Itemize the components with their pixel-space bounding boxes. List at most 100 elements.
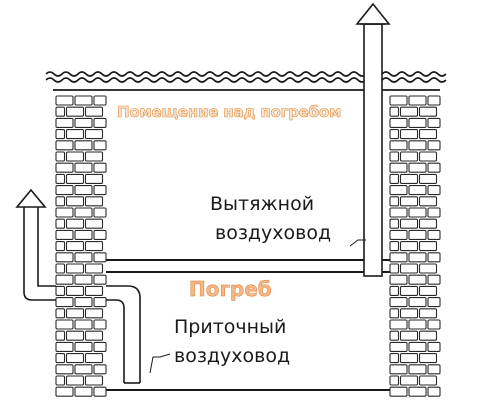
supply-arrow-icon	[15, 188, 47, 208]
brick	[408, 386, 427, 397]
brick	[55, 229, 74, 240]
supply-duct-label: Приточный воздуховод	[174, 313, 290, 371]
brick	[65, 173, 85, 184]
brick	[65, 375, 85, 386]
brick	[65, 308, 85, 319]
brick	[427, 386, 441, 397]
brick	[55, 140, 74, 151]
brick	[65, 218, 85, 229]
brick	[74, 140, 93, 151]
brick	[84, 151, 104, 162]
brick	[389, 330, 400, 341]
exhaust-leader	[349, 239, 366, 247]
brick	[389, 117, 408, 128]
brick	[389, 218, 400, 229]
brick	[84, 285, 104, 296]
brick	[65, 263, 85, 274]
brick	[74, 341, 93, 352]
brick	[55, 263, 66, 274]
brick	[399, 151, 419, 162]
brick	[408, 274, 427, 285]
brick	[389, 285, 400, 296]
brick	[427, 252, 441, 263]
brick	[427, 185, 441, 196]
brick	[399, 263, 419, 274]
brick-walls	[55, 95, 441, 400]
brick	[65, 330, 85, 341]
brick	[93, 117, 107, 128]
brick	[389, 185, 408, 196]
brick	[418, 375, 438, 386]
brick	[399, 218, 419, 229]
brick	[93, 297, 107, 308]
brick	[399, 375, 419, 386]
brick	[418, 241, 438, 252]
brick	[74, 229, 93, 240]
exhaust-pipe-icon	[355, 2, 391, 277]
brick	[93, 319, 107, 330]
brick	[418, 330, 438, 341]
brick	[408, 341, 427, 352]
roof-wave-icon	[45, 71, 447, 77]
brick	[389, 241, 400, 252]
brick	[427, 297, 441, 308]
brick	[408, 364, 427, 375]
brick	[389, 297, 408, 308]
supply-leader	[149, 353, 171, 374]
brick	[389, 386, 408, 397]
roof	[45, 71, 447, 91]
exhaust-duct-label-line2: воздуховод	[215, 222, 332, 244]
brick	[84, 241, 104, 252]
brick	[55, 353, 66, 364]
brick	[389, 308, 400, 319]
brick	[399, 173, 419, 184]
brick	[427, 229, 441, 240]
brick	[65, 129, 85, 140]
brick	[55, 241, 66, 252]
brick	[427, 117, 441, 128]
brick	[55, 341, 74, 352]
brick	[65, 241, 85, 252]
brick	[74, 297, 93, 308]
brick	[74, 319, 93, 330]
brick	[427, 364, 441, 375]
brick	[84, 106, 104, 117]
brick	[55, 274, 74, 285]
brick	[55, 252, 74, 263]
room-above-label: Помещение над погребом	[117, 103, 342, 122]
cellar-label: Погреб	[189, 277, 272, 302]
supply-duct-label-line1: Приточный	[174, 316, 287, 338]
brick	[55, 364, 74, 375]
brick	[427, 95, 441, 106]
brick	[389, 364, 408, 375]
brick	[74, 117, 93, 128]
brick	[389, 173, 400, 184]
brick	[84, 129, 104, 140]
brick	[418, 308, 438, 319]
brick	[408, 319, 427, 330]
brick	[55, 117, 74, 128]
brick	[408, 162, 427, 173]
brick	[399, 241, 419, 252]
supply-pipe-icon	[15, 188, 141, 384]
brick	[93, 95, 107, 106]
brick	[55, 162, 74, 173]
exhaust-duct-label: Вытяжной воздуховод	[210, 190, 331, 248]
brick	[408, 185, 427, 196]
brick	[389, 140, 408, 151]
exhaust-duct-label-line1: Вытяжной	[210, 193, 315, 215]
brick	[93, 162, 107, 173]
brick	[93, 229, 107, 240]
brick	[399, 129, 419, 140]
brick	[418, 218, 438, 229]
brick	[55, 95, 74, 106]
brick	[389, 341, 408, 352]
brick	[74, 185, 93, 196]
brick	[399, 285, 419, 296]
brick	[65, 106, 85, 117]
brick	[427, 207, 441, 218]
brick	[389, 151, 400, 162]
brick	[65, 285, 85, 296]
brick	[93, 207, 107, 218]
brick	[389, 106, 400, 117]
